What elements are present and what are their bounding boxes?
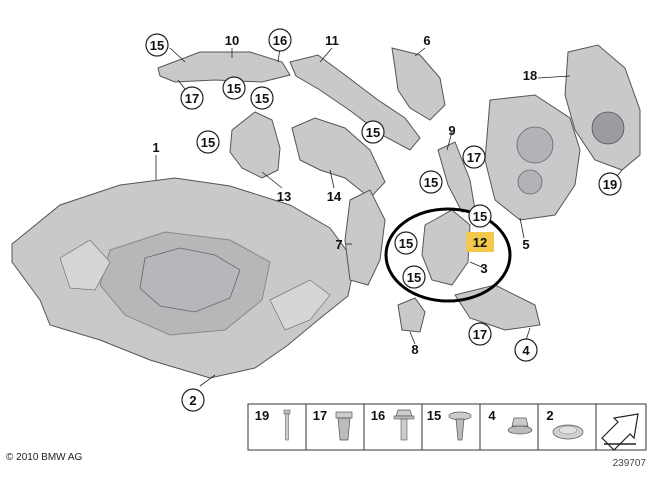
callout-8[interactable]: 8 [411, 342, 418, 357]
callout-9[interactable]: 9 [448, 123, 455, 138]
legend-item-4[interactable]: 4 [488, 408, 533, 435]
part-11-rail[interactable] [289, 54, 421, 151]
callout-17[interactable]: 17 [462, 145, 486, 169]
callout-label: 17 [185, 91, 199, 106]
callout-15[interactable]: 15 [196, 130, 220, 154]
part-12-bracket[interactable] [421, 209, 471, 286]
callout-2[interactable]: 2 [181, 388, 205, 412]
callout-label: 12 [473, 235, 487, 250]
part-18-panel[interactable] [564, 44, 641, 171]
callout-17[interactable]: 17 [180, 86, 204, 110]
legend-item-17[interactable]: 17 [313, 408, 353, 441]
callout-3[interactable]: 3 [480, 261, 487, 276]
legend-label: 19 [255, 408, 269, 423]
legend-item-19[interactable]: 19 [255, 408, 291, 441]
part-8-clip[interactable] [397, 297, 426, 333]
callout-4[interactable]: 4 [514, 338, 538, 362]
part-7-bracket[interactable] [344, 189, 386, 286]
callout-label: 9 [448, 123, 455, 138]
part-13-bracket[interactable] [229, 111, 281, 179]
legend-item-16[interactable]: 16 [371, 408, 415, 441]
leader-lines [155, 47, 623, 387]
callout-label: 15 [201, 135, 215, 150]
callout-label: 10 [225, 33, 239, 48]
callout-19[interactable]: 19 [598, 172, 622, 196]
callout-15[interactable]: 15 [419, 170, 443, 194]
callout-label: 18 [523, 68, 537, 83]
callout-label: 15 [407, 270, 421, 285]
push-clip-icon [448, 411, 472, 441]
callout-14[interactable]: 14 [327, 189, 342, 204]
part-10-bracket[interactable] [157, 51, 291, 83]
callout-label: 3 [480, 261, 487, 276]
legend-label: 17 [313, 408, 327, 423]
callout-label: 15 [424, 175, 438, 190]
legend-label: 16 [371, 408, 385, 423]
callout-label: 15 [399, 236, 413, 251]
callout-label: 11 [325, 33, 339, 48]
callout-12-highlighted[interactable]: 12 [466, 232, 494, 252]
callout-label: 17 [467, 150, 481, 165]
callout-label: 14 [327, 189, 342, 204]
hex-bolt-icon [393, 409, 415, 441]
callout-18[interactable]: 18 [523, 68, 537, 83]
highlight-ring [384, 207, 512, 303]
callout-15[interactable]: 15 [145, 33, 169, 57]
callout-label: 16 [273, 33, 287, 48]
callout-5[interactable]: 5 [522, 237, 529, 252]
part-14-liner[interactable] [291, 117, 386, 199]
callout-label: 2 [189, 393, 196, 408]
expanding-nut-icon [335, 411, 353, 441]
callout-17[interactable]: 17 [468, 322, 492, 346]
callout-label: 13 [277, 189, 291, 204]
part-3-strip[interactable] [454, 284, 541, 331]
callout-label: 5 [522, 237, 529, 252]
diagram-id: 239707 [613, 458, 647, 469]
callout-7[interactable]: 7 [335, 237, 342, 252]
legend-item-2[interactable]: 2 [546, 408, 584, 440]
callout-label: 15 [255, 91, 269, 106]
copyright-text: © 2010 BMW AG [6, 452, 83, 463]
callout-label: 15 [227, 81, 241, 96]
plug-cap-icon [552, 424, 584, 440]
direction-arrow-icon [601, 413, 639, 451]
part-1-underbody-shield[interactable] [11, 177, 356, 379]
legend-label: 2 [546, 408, 553, 423]
collar-nut-icon [507, 417, 533, 435]
legend-item-15[interactable]: 15 [427, 408, 472, 441]
rivet-icon [283, 409, 291, 441]
part-6-bracket[interactable] [391, 47, 446, 121]
part-5-panel[interactable] [484, 94, 581, 221]
callout-1[interactable]: 1 [152, 140, 159, 155]
callout-label: 6 [423, 33, 430, 48]
callout-11[interactable]: 11 [325, 33, 339, 48]
fastener-legend: 19 17 16 15 [247, 403, 647, 451]
callout-6[interactable]: 6 [423, 33, 430, 48]
callout-label: 17 [473, 327, 487, 342]
callout-label: 19 [603, 177, 617, 192]
callout-label: 15 [150, 38, 164, 53]
callout-label: 15 [366, 125, 380, 140]
callout-label: 4 [522, 343, 530, 358]
legend-label: 4 [488, 408, 496, 423]
callout-label: 1 [152, 140, 159, 155]
callout-13[interactable]: 13 [277, 189, 291, 204]
callout-15[interactable]: 15 [402, 265, 426, 289]
legend-label: 15 [427, 408, 441, 423]
callout-16[interactable]: 16 [268, 28, 292, 52]
callout-15[interactable]: 15 [468, 204, 492, 228]
callout-label: 8 [411, 342, 418, 357]
callout-15[interactable]: 15 [222, 76, 246, 100]
callout-10[interactable]: 10 [225, 33, 239, 48]
callout-label: 7 [335, 237, 342, 252]
callout-label: 15 [473, 209, 487, 224]
callout-15[interactable]: 15 [361, 120, 385, 144]
callout-15[interactable]: 15 [394, 231, 418, 255]
callout-15[interactable]: 15 [250, 86, 274, 110]
